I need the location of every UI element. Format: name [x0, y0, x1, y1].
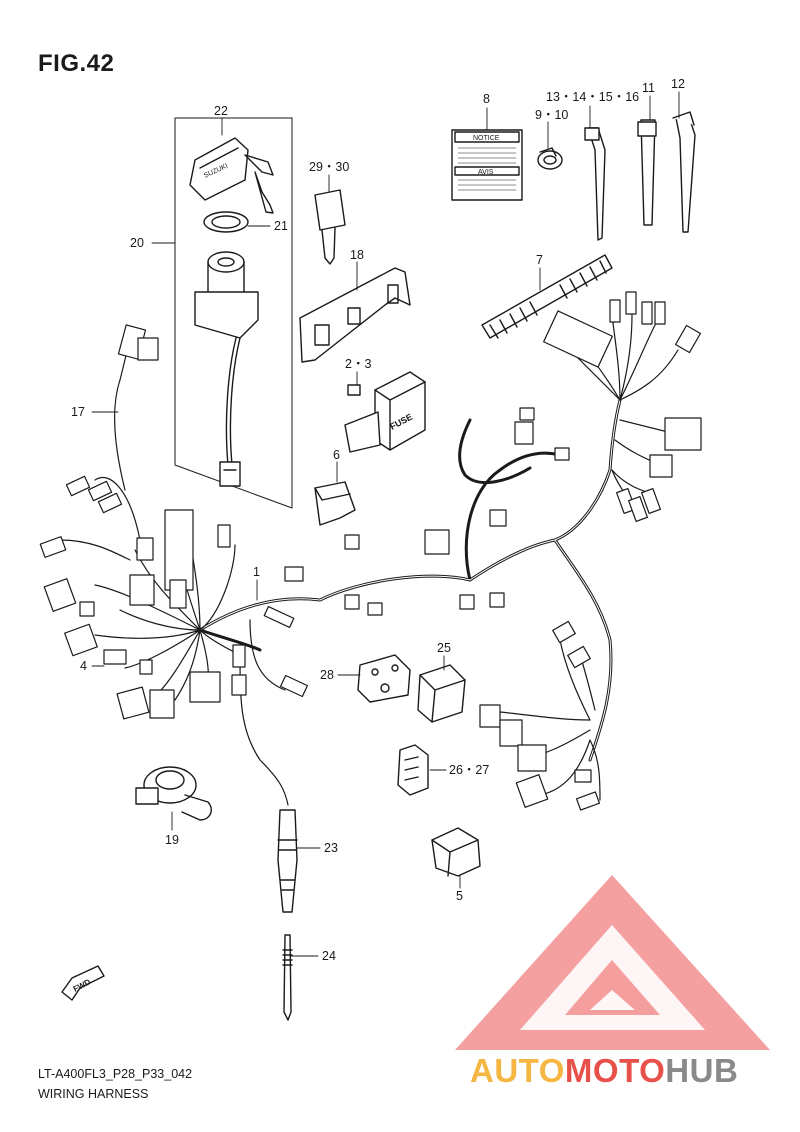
svg-text:AUTOMOTOHUB: AUTOMOTOHUB: [470, 1052, 738, 1089]
relay: [417, 664, 466, 723]
callout-25: 25: [437, 641, 451, 655]
callout-7: 7: [536, 253, 543, 267]
callout-26-27: 26・27: [449, 763, 489, 777]
callout-8: 8: [483, 92, 490, 106]
callout-6: 6: [333, 448, 340, 462]
callout-22: 22: [214, 104, 228, 118]
callout-9-10: 9・10: [535, 108, 568, 122]
callout-4: 4: [80, 659, 87, 673]
fuse-box: FUSE: [344, 371, 426, 453]
avis-text: AVIS: [478, 169, 494, 176]
forward-arrow: FWD: [61, 965, 105, 1001]
ignition-switch-assembly: SUZUKI: [174, 117, 293, 509]
watermark-logo: [455, 875, 770, 1050]
watermark-hub: HUB: [665, 1052, 738, 1089]
callout-20: 20: [130, 236, 144, 250]
watermark-moto: MOTO: [565, 1052, 665, 1089]
relay-bracket-plate: [357, 654, 411, 703]
connectors: [39, 291, 702, 811]
callout-1: 1: [253, 565, 260, 579]
callout-24: 24: [322, 949, 336, 963]
callout-23: 23: [324, 841, 338, 855]
notice-text: NOTICE: [473, 135, 500, 142]
callout-13-16: 13・14・15・16: [546, 90, 639, 104]
watermark-text: AUTOMOTOHUB: [470, 1052, 738, 1089]
terminal-cover: [314, 481, 356, 526]
callout-29-30: 29・30: [309, 160, 349, 174]
callout-21: 21: [274, 219, 288, 233]
watermark-auto: AUTO: [470, 1052, 565, 1089]
retaining-pin: [282, 934, 293, 1021]
callout-11: 11: [642, 81, 655, 95]
spare-key: [314, 189, 346, 265]
figure-code: LT-A400FL3_P28_P33_042: [38, 1067, 193, 1081]
cable-ties: [584, 111, 696, 241]
callouts: 22 21 20 29・30 8 9・10 13・14・15・16 11 12 …: [71, 77, 685, 963]
rubber-cap: [431, 827, 481, 877]
callout-17: 17: [71, 405, 85, 419]
wire-clamp: [537, 147, 563, 170]
figure-name: WIRING HARNESS: [38, 1087, 149, 1101]
leader-lines: [91, 91, 680, 957]
notice-label-part: NOTICE AVIS: [451, 129, 523, 201]
callout-19: 19: [165, 833, 179, 847]
callout-2-3: 2・3: [345, 357, 371, 371]
neutral-switch: [135, 766, 212, 821]
fuse-bracket: [299, 267, 411, 363]
figure-title: FIG.42: [38, 50, 115, 77]
callout-28: 28: [320, 668, 334, 682]
protector-tube: [481, 254, 613, 339]
callout-5: 5: [456, 889, 463, 903]
harness-inner-lines: [199, 399, 621, 761]
callout-12: 12: [671, 77, 685, 91]
speed-sensor: [277, 809, 298, 913]
coupler: [397, 744, 429, 796]
callout-18: 18: [350, 248, 364, 262]
